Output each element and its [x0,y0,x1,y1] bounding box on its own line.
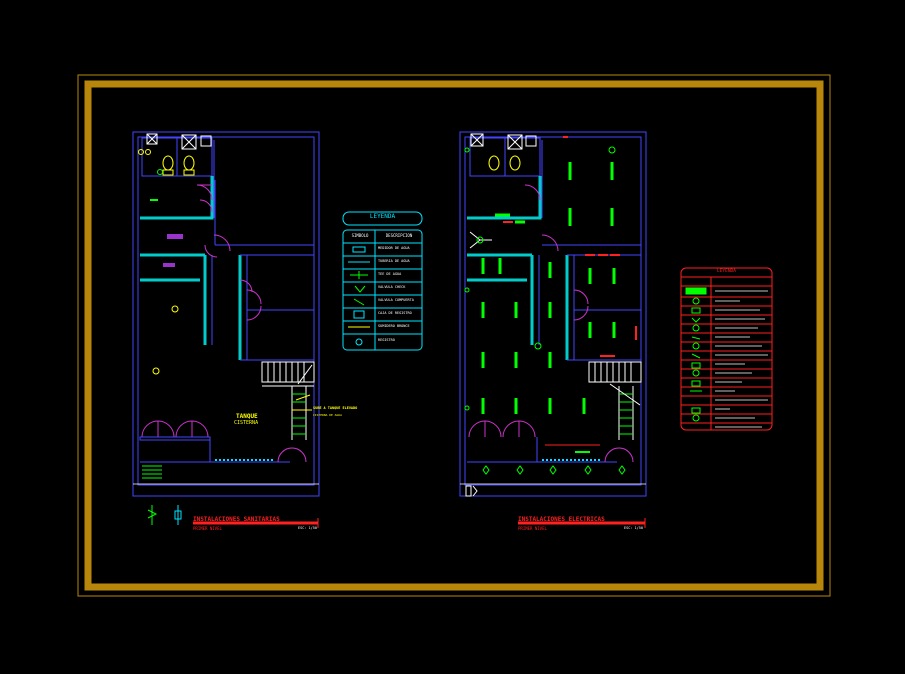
left-legend-title: LEYENDA [369,213,396,220]
left-legend-col-symbol: SIMBOLO [351,233,369,238]
left-plan-note-2: CISTERNA DE AGUA [313,413,342,417]
left-plan-outline [132,131,320,497]
left-legend-row: TUBERIA DE AGUA [378,259,410,263]
left-legend-row: MEDIDOR DE AGUA [378,246,410,250]
left-plan-scale: ESC: 1/50 [298,526,317,530]
right-plan-subtitle: PRIMER NIVEL [518,526,547,531]
left-plan-note-1: SUBE A TANQUE ELEVADO [313,406,358,410]
right-floor-plan [459,131,647,497]
right-legend-title: LEYENDA [717,269,736,274]
right-plan-footer [518,518,646,528]
right-legend-frame [680,267,773,431]
left-legend-col-description: DESCRIPCION [385,233,413,238]
inner-frame-border [84,80,824,591]
left-legend-row: VALVULA CHECK [378,285,406,289]
left-plan-cistern-label: CISTERNA [234,420,259,426]
left-plan-footer-symbols [147,505,319,528]
right-plan-scale: ESC: 1/50 [624,526,643,530]
left-legend-row: SUMIDERO BRONCE [378,324,410,328]
left-legend-frame [342,211,423,351]
left-legend-row: CAJA DE REGISTRO [378,311,412,315]
right-plan-title: INSTALACIONES ELECTRICAS [518,516,605,523]
left-legend-row: REGISTRO [378,338,395,342]
left-legend-row: TEE DE AGUA [378,272,402,276]
left-plan-title: INSTALACIONES SANITARIAS [193,516,280,523]
left-plan-tank-label: TANQUE [236,413,258,420]
outer-frame-line [77,74,831,597]
left-floor-plan [132,131,320,497]
left-legend-row: VALVULA COMPUERTA [378,298,414,302]
left-plan-subtitle: PRIMER NIVEL [193,526,222,531]
